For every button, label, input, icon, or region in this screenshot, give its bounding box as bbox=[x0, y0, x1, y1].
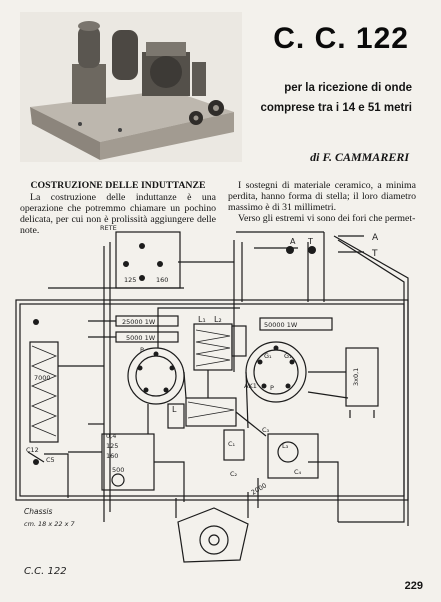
label-ak1: AK1 bbox=[244, 382, 257, 390]
label-c4: C₄ bbox=[294, 468, 302, 476]
article-title: C. C. 122 bbox=[273, 22, 409, 55]
label-125-top: 125 bbox=[124, 276, 136, 284]
chassis-photo bbox=[20, 12, 242, 162]
label-c12: C12 bbox=[26, 446, 39, 454]
label-l2: L₂ bbox=[214, 315, 222, 324]
label-2000: 2000 bbox=[250, 482, 268, 497]
author-byline: di F. CAMMARERI bbox=[310, 150, 409, 164]
label-7000: 7000 bbox=[34, 374, 51, 382]
label-160-mid: 160 bbox=[106, 452, 118, 460]
label-r50000: 50000 1W bbox=[264, 321, 298, 329]
label-t: T bbox=[307, 237, 313, 246]
section-heading: COSTRUZIONE DELLE INDUTTANZE bbox=[30, 180, 206, 191]
label-g1-right: G₁ bbox=[284, 352, 292, 360]
body-paragraph: Verso gli estremi vi sono dei fori che p… bbox=[238, 213, 416, 224]
label-g1: G₁ bbox=[264, 352, 272, 360]
page-number: 229 bbox=[404, 580, 423, 592]
body-paragraph: La costruzione delle induttanze è una op… bbox=[20, 192, 216, 236]
label-chassis-dims: cm. 18 x 22 x 7 bbox=[24, 520, 76, 528]
label-p-right: P bbox=[270, 384, 274, 392]
label-l3: L₃ bbox=[282, 442, 289, 450]
label-a: A bbox=[290, 237, 296, 246]
label-l: L bbox=[172, 405, 177, 414]
wiring-diagram: RETE A T A T 125 160 25000 1W 5000 1W L₁… bbox=[15, 224, 409, 577]
article-column-left: COSTRUZIONE DELLE INDUTTANZE La costruzi… bbox=[20, 180, 216, 236]
label-3x01: 3x0,1 bbox=[352, 368, 360, 386]
label-r25000: 25000 1W bbox=[122, 318, 156, 326]
label-c1: C₁ bbox=[228, 440, 236, 448]
label-t-out: T bbox=[371, 249, 378, 259]
article-column-right: I sostegni di materiale ceramico, a mini… bbox=[228, 180, 416, 224]
label-a-out: A bbox=[372, 233, 379, 243]
label-chassis: Chassis bbox=[24, 507, 52, 516]
label-rete: RETE bbox=[100, 224, 117, 232]
subtitle-line-2: comprese tra i 14 e 51 metri bbox=[260, 102, 413, 114]
label-pen-mark: C.C. 122 bbox=[24, 566, 67, 577]
label-0-4: 0,4 bbox=[106, 432, 116, 440]
label-p-left: P bbox=[140, 346, 144, 354]
label-c2: C₂ bbox=[230, 470, 238, 478]
subtitle-line-1: per la ricezione di onde bbox=[284, 82, 412, 94]
label-l1: L₁ bbox=[198, 315, 206, 324]
label-160-top: 160 bbox=[156, 276, 168, 284]
label-125-mid: 125 bbox=[106, 442, 118, 450]
label-c3: C₃ bbox=[262, 426, 270, 434]
label-r5000: 5000 1W bbox=[126, 334, 156, 342]
label-500: 500 bbox=[112, 466, 124, 474]
label-c5: C5 bbox=[46, 456, 55, 464]
body-paragraph: I sostegni di materiale ceramico, a mini… bbox=[228, 180, 416, 213]
